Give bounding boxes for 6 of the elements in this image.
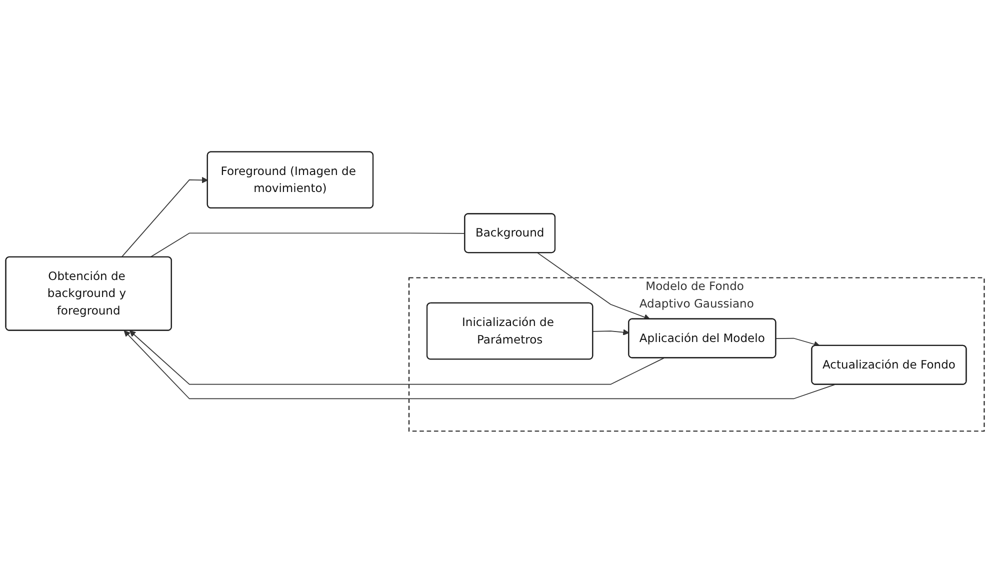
- arrow: [129, 330, 664, 384]
- arrow: [121, 176, 208, 258]
- arrow: [537, 252, 650, 320]
- arrow: [124, 330, 836, 399]
- arrow: [592, 328, 630, 335]
- arrow: [776, 337, 820, 347]
